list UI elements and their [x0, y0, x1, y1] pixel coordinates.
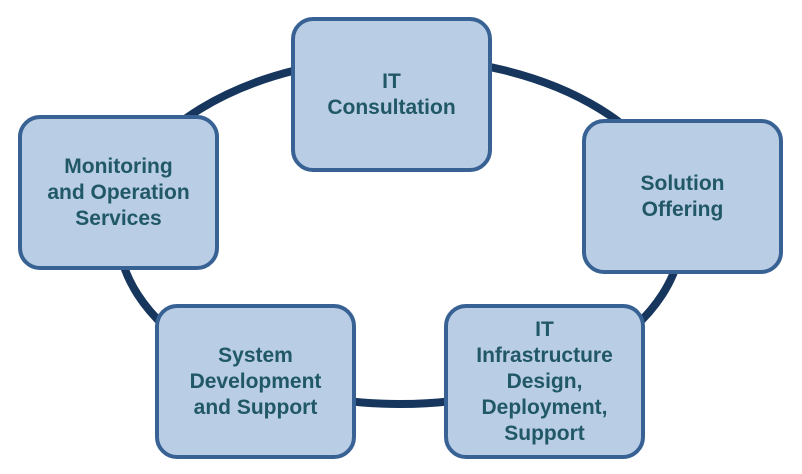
node-it-infrastructure: IT Infrastructure Design, Deployment, Su… — [444, 304, 645, 459]
node-label: System Development and Support — [189, 343, 322, 419]
node-monitoring: Monitoring and Operation Services — [18, 115, 219, 270]
node-it-consultation: IT Consultation — [291, 17, 492, 172]
node-solution-offering: Solution Offering — [582, 119, 783, 274]
node-label: IT Infrastructure Design, Deployment, Su… — [476, 317, 613, 445]
node-system-development: System Development and Support — [155, 304, 356, 459]
node-label: Solution Offering — [640, 171, 725, 221]
node-label: Monitoring and Operation Services — [47, 154, 190, 230]
node-label: IT Consultation — [327, 69, 456, 119]
